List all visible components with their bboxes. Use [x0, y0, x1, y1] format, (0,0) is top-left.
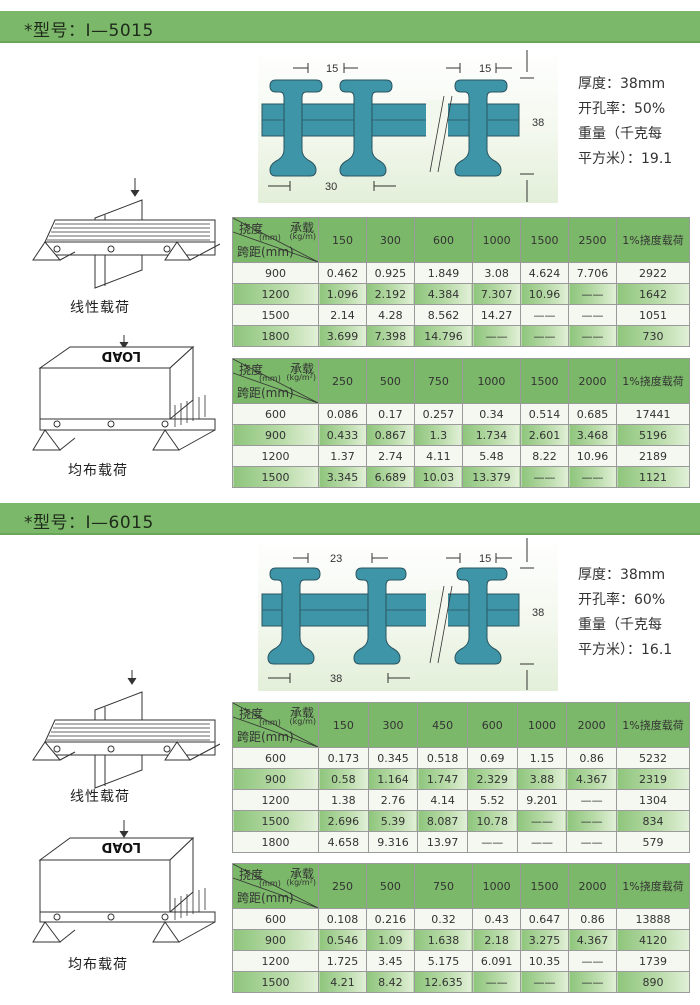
- svg-text:LOAD: LOAD: [101, 348, 141, 363]
- table-corner-header: 挠度 承载 (mm) (kg/m²) 跨距(mm): [232, 358, 319, 404]
- table-corner-header: 挠度 承载 (mm) (kg/m) 跨距(mm): [232, 217, 319, 263]
- col-header: 2000: [568, 358, 617, 404]
- grating-linear-load-icon: [32, 670, 221, 789]
- spec-thickness: 厚度：38mm: [578, 567, 666, 583]
- i-bar-profile-icon: 23 15 38 38: [261, 538, 544, 690]
- col-header: 1500: [520, 863, 570, 909]
- svg-text:15: 15: [479, 553, 491, 565]
- table-row: 600 0.086 0.17 0.257 0.34 0.514 0.685 17…: [232, 403, 690, 425]
- linear-load-illustration: [15, 160, 221, 294]
- col-header: 1500: [520, 217, 570, 263]
- svg-text:30: 30: [325, 181, 337, 193]
- col-header: 1500: [520, 358, 570, 404]
- grating-uniform-load-icon: LOAD: [32, 820, 216, 943]
- model-banner-i6015: *型号：I—6015: [0, 503, 700, 535]
- table-corner-header: 挠度 承载 (mm) (kg/m²) 跨距(mm): [232, 863, 319, 909]
- col-header: 750: [413, 863, 474, 909]
- grating-linear-load-icon: [32, 178, 221, 289]
- table-row: 600 0.173 0.345 0.518 0.69 1.15 0.86 523…: [232, 747, 690, 769]
- svg-text:38: 38: [532, 607, 544, 619]
- col-header: 1000: [516, 702, 568, 748]
- col-header: 150: [318, 702, 369, 748]
- col-header: 1000: [472, 863, 522, 909]
- linear-load-illustration: [15, 660, 221, 794]
- table-row: 1200 1.096 2.192 4.384 7.307 10.96 —— 16…: [232, 283, 690, 305]
- table-corner-header: 挠度 承载 (mm) (kg/m) 跨距(mm): [232, 702, 319, 748]
- svg-text:38: 38: [330, 673, 342, 685]
- spec-weight-2: 平方米）：19.1: [578, 151, 673, 167]
- svg-text:LOAD: LOAD: [101, 839, 141, 854]
- col-header: 2000: [566, 702, 617, 748]
- table-row: 900 0.433 0.867 1.3 1.734 2.601 3.468 51…: [232, 424, 690, 446]
- svg-text:23: 23: [330, 553, 342, 565]
- svg-text:15: 15: [479, 63, 491, 75]
- table-row: 1200 1.38 2.76 4.14 5.52 9.201 —— 1304: [232, 789, 690, 811]
- svg-text:38: 38: [532, 117, 544, 129]
- col-header: 250: [318, 863, 367, 909]
- profile-diagram-i5015: 15 15 38 30: [258, 50, 558, 203]
- uniform-load-table-i5015: 挠度 承载 (mm) (kg/m²) 跨距(mm) 250 500 750 10…: [232, 358, 690, 488]
- spec-list-i6015: 厚度：38mm 开孔率：60% 重量（千克每 平方米）：16.1: [578, 563, 672, 663]
- table-row: 1500 2.696 5.39 8.087 10.78 —— —— 834: [232, 810, 690, 832]
- col-header: 1%挠度载荷: [616, 358, 690, 404]
- table-row: 900 0.462 0.925 1.849 3.08 4.624 7.706 2…: [232, 262, 690, 284]
- col-header: 500: [365, 358, 415, 404]
- uniform-load-illustration: LOAD: [15, 335, 220, 464]
- uniform-load-illustration: LOAD: [15, 820, 220, 949]
- col-header: 1%挠度载荷: [616, 702, 690, 748]
- model-title: *型号：I—5015: [24, 21, 154, 41]
- linear-load-table-i5015: 挠度 承载 (mm) (kg/m) 跨距(mm) 150 300 600 100…: [232, 217, 690, 347]
- table-row: 900 0.58 1.164 1.747 2.329 3.88 4.367 23…: [232, 768, 690, 790]
- col-header: 450: [417, 702, 468, 748]
- col-header: 1%挠度载荷: [616, 217, 690, 263]
- col-header: 1%挠度载荷: [616, 863, 690, 909]
- col-header: 250: [318, 358, 367, 404]
- spec-open-rate: 开孔率：50%: [578, 101, 666, 117]
- table-row: 1500 3.345 6.689 10.03 13.379 —— —— 1121: [232, 466, 690, 488]
- grating-uniform-load-icon: LOAD: [32, 335, 216, 451]
- spec-list-i5015: 厚度：38mm 开孔率：50% 重量（千克每 平方米）：19.1: [578, 72, 672, 172]
- col-header: 300: [367, 702, 419, 748]
- uniform-load-caption: 均布载荷: [68, 463, 128, 479]
- linear-load-caption: 线性载荷: [70, 300, 130, 316]
- col-header: 750: [413, 358, 463, 404]
- col-header: 150: [318, 217, 367, 263]
- linear-load-caption: 线性载荷: [70, 789, 130, 805]
- model-banner-i5015: *型号：I—5015: [0, 11, 700, 43]
- svg-text:15: 15: [326, 63, 338, 75]
- uniform-load-caption: 均布载荷: [68, 957, 128, 973]
- linear-load-table-i6015: 挠度 承载 (mm) (kg/m) 跨距(mm) 150 300 450 600…: [232, 702, 690, 853]
- spec-open-rate: 开孔率：60%: [578, 592, 666, 608]
- table-row: 600 0.108 0.216 0.32 0.43 0.647 0.86 138…: [232, 908, 690, 930]
- table-row: 1500 4.21 8.42 12.635 —— —— —— 890: [232, 971, 690, 993]
- col-header: 2000: [568, 863, 617, 909]
- table-row: 1800 4.658 9.316 13.97 —— —— —— 579: [232, 831, 690, 853]
- spec-weight-2: 平方米）：16.1: [578, 642, 673, 658]
- col-header: 2500: [568, 217, 617, 263]
- table-row: 1800 3.699 7.398 14.796 —— —— —— 730: [232, 325, 690, 347]
- col-header: 600: [466, 702, 518, 748]
- table-row: 1200 1.37 2.74 4.11 5.48 8.22 10.96 2189: [232, 445, 690, 467]
- spec-thickness: 厚度：38mm: [578, 76, 666, 92]
- col-header: 600: [413, 217, 474, 263]
- table-row: 1200 1.725 3.45 5.175 6.091 10.35 —— 173…: [232, 950, 690, 972]
- profile-diagram-i6015: 23 15 38 38: [258, 538, 558, 691]
- col-header: 300: [365, 217, 415, 263]
- spec-weight-1: 重量（千克每: [578, 617, 662, 633]
- col-header: 1000: [472, 217, 522, 263]
- table-row: 900 0.546 1.09 1.638 2.18 3.275 4.367 41…: [232, 929, 690, 951]
- uniform-load-table-i6015: 挠度 承载 (mm) (kg/m²) 跨距(mm) 250 500 750 10…: [232, 863, 690, 993]
- col-header: 1000: [461, 358, 522, 404]
- table-row: 1500 2.14 4.28 8.562 14.27 —— —— 1051: [232, 304, 690, 326]
- spec-weight-1: 重量（千克每: [578, 126, 662, 142]
- col-header: 500: [365, 863, 415, 909]
- i-bar-profile-icon: 15 15 38 30: [261, 50, 544, 202]
- model-title: *型号：I—6015: [24, 513, 154, 533]
